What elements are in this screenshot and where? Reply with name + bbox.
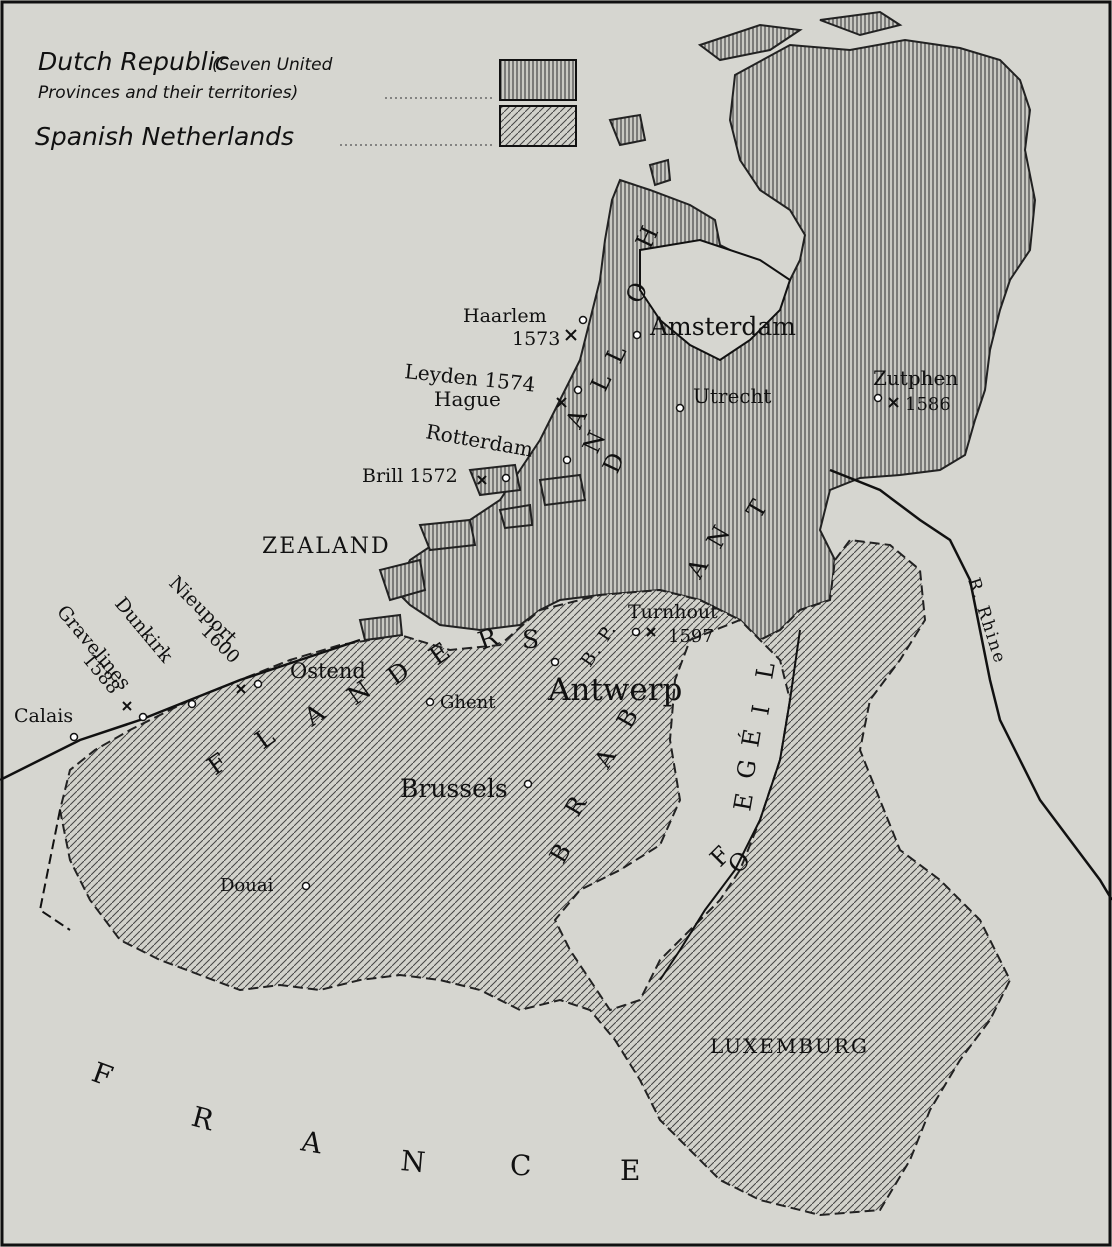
coastline	[0, 638, 361, 782]
label-france-letter: E	[620, 1154, 640, 1187]
label-ostend: Ostend	[290, 659, 366, 683]
legend-dutch-line2: Provinces and their territories)	[38, 83, 298, 103]
label-haarlem-year: 1573	[512, 328, 560, 350]
label-zutphen-year: 1586	[905, 394, 951, 415]
label-calais: Calais	[14, 705, 73, 727]
label-france-letter: N	[399, 1144, 426, 1179]
legend-dutch-title: Dutch Republic	[38, 47, 229, 76]
legend-swatch-spanish	[499, 105, 577, 147]
legend: Dutch Republic (Seven United Provinces a…	[35, 47, 577, 151]
meuse-river	[659, 629, 801, 981]
label-liege-letter: L	[750, 660, 780, 681]
wadden-islands	[608, 10, 903, 187]
label-luxemburg: LUXEMBURG	[710, 1034, 869, 1058]
label-amsterdam: Amsterdam	[649, 312, 796, 341]
label-haarlem: Haarlem	[463, 305, 547, 327]
label-turnhout-year: 1597	[668, 626, 714, 647]
label-france-letter: C	[510, 1149, 531, 1182]
legend-spanish-title: Spanish Netherlands	[35, 122, 294, 151]
label-brussels: Brussels	[400, 774, 508, 803]
label-hague: Hague	[434, 387, 501, 411]
label-liege-letter: É	[735, 727, 767, 749]
zuiderzee	[639, 238, 792, 362]
label-liege-letter: G	[731, 757, 762, 781]
legend-swatch-dutch	[499, 59, 577, 101]
legend-dutch-paren: (Seven United	[212, 55, 333, 75]
label-ghent: Ghent	[440, 692, 496, 713]
liege-region	[553, 618, 792, 1012]
label-antwerp: Antwerp	[547, 672, 682, 708]
rhine-river	[829, 468, 1112, 901]
label-turnhout: Turnhout	[628, 601, 718, 623]
label-zealand: ZEALAND	[262, 534, 391, 559]
label-douai: Douai	[220, 875, 274, 896]
label-brill: Brill 1572	[362, 465, 458, 487]
france-border	[38, 809, 71, 931]
label-liege-letter: E	[728, 791, 759, 813]
battle-marks	[122, 329, 899, 711]
city-markers	[69, 315, 883, 891]
label-flanders-letter: S	[522, 625, 539, 654]
label-utrecht: Utrecht	[693, 384, 771, 408]
label-zutphen: Zutphen	[873, 366, 958, 390]
zealand-islands	[358, 463, 587, 642]
